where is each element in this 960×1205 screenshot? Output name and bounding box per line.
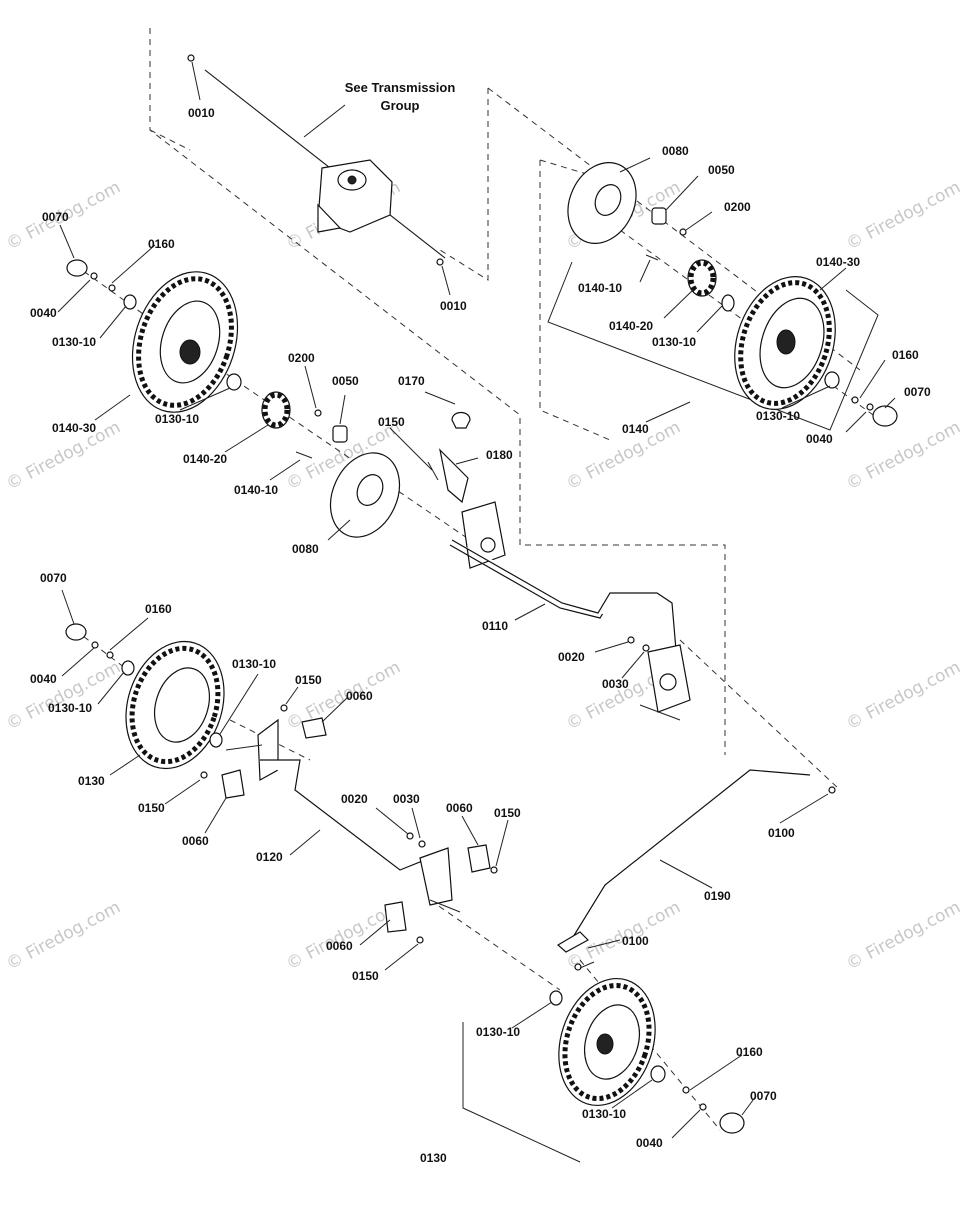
transmission-assembly bbox=[187, 54, 446, 266]
callout-label: 0150 bbox=[378, 415, 405, 429]
watermark-text: © Firedog.com bbox=[3, 897, 124, 974]
callout-label: 0040 bbox=[636, 1136, 663, 1150]
callout-label: 0130 bbox=[420, 1151, 447, 1165]
callout-label: 0160 bbox=[892, 348, 919, 362]
callout-label: 0130-10 bbox=[582, 1107, 626, 1121]
callout-label: 0120 bbox=[256, 850, 283, 864]
bracket-0130 bbox=[462, 1022, 581, 1163]
callout-label: 0060 bbox=[326, 939, 353, 953]
callout-label: 0140 bbox=[622, 422, 649, 436]
callout-label: 0190 bbox=[704, 889, 731, 903]
callout-label: 0150 bbox=[494, 806, 521, 820]
note-line-1: See Transmission bbox=[345, 80, 456, 95]
right-rear-wheel bbox=[734, 276, 898, 427]
callout-label: 0130-10 bbox=[232, 657, 276, 671]
callout-labels: 0010 0010 0080 0050 0200 0140-10 0140-20… bbox=[30, 106, 931, 1165]
watermark-text: © Firedog.com bbox=[843, 177, 960, 254]
front-left-wheel bbox=[65, 623, 245, 799]
callout-label: 0010 bbox=[440, 299, 467, 313]
callout-label: 0150 bbox=[295, 673, 322, 687]
front-right-wheel bbox=[549, 977, 745, 1134]
callout-label: 0140-10 bbox=[578, 281, 622, 295]
callout-label: 0060 bbox=[346, 689, 373, 703]
callout-label: 0070 bbox=[904, 385, 931, 399]
callout-label: 0150 bbox=[352, 969, 379, 983]
callout-label: 0140-30 bbox=[816, 255, 860, 269]
callout-label: 0070 bbox=[750, 1089, 777, 1103]
callout-label: 0080 bbox=[662, 144, 689, 158]
callout-label: 0030 bbox=[393, 792, 420, 806]
watermark-text: © Firedog.com bbox=[3, 657, 124, 734]
callout-label: 0060 bbox=[182, 834, 209, 848]
callout-label: 0130-10 bbox=[476, 1025, 520, 1039]
bracket-0140 bbox=[547, 261, 879, 431]
callout-label: 0200 bbox=[288, 351, 315, 365]
callout-label: 0050 bbox=[708, 163, 735, 177]
callout-label: 0040 bbox=[30, 672, 57, 686]
callout-label: 0160 bbox=[145, 602, 172, 616]
callout-label: 0180 bbox=[486, 448, 513, 462]
callout-label: 0140-20 bbox=[183, 452, 227, 466]
callout-label: 0080 bbox=[292, 542, 319, 556]
height-adjust-link bbox=[556, 769, 836, 971]
callout-label: 0030 bbox=[602, 677, 629, 691]
callout-label: 0140-10 bbox=[234, 483, 278, 497]
callout-label: 0140-20 bbox=[609, 319, 653, 333]
callout-label: 0130-10 bbox=[756, 409, 800, 423]
callout-label: 0140-30 bbox=[52, 421, 96, 435]
callout-label: 0050 bbox=[332, 374, 359, 388]
callout-label: 0070 bbox=[40, 571, 67, 585]
callout-label: 0130-10 bbox=[652, 335, 696, 349]
callout-label: 0070 bbox=[42, 210, 69, 224]
callout-label: 0130 bbox=[78, 774, 105, 788]
assembly-brackets bbox=[462, 261, 879, 1163]
callout-label: 0160 bbox=[736, 1045, 763, 1059]
callout-label: 0010 bbox=[188, 106, 215, 120]
watermark-text: © Firedog.com bbox=[283, 657, 404, 734]
callout-label: 0150 bbox=[138, 801, 165, 815]
watermark-text: © Firedog.com bbox=[843, 417, 960, 494]
callout-label: 0130-10 bbox=[52, 335, 96, 349]
callout-label: 0170 bbox=[398, 374, 425, 388]
watermark-text: © Firedog.com bbox=[843, 657, 960, 734]
left-rear-wheel bbox=[66, 259, 471, 459]
callout-label: 0100 bbox=[768, 826, 795, 840]
leader-lines bbox=[57, 61, 896, 1139]
dashed-guides bbox=[74, 28, 881, 1131]
callout-label: 0110 bbox=[482, 619, 508, 633]
callout-label: 0060 bbox=[446, 801, 473, 815]
callout-label: 0040 bbox=[806, 432, 833, 446]
right-drive-parts bbox=[567, 162, 735, 312]
callout-label: 0040 bbox=[30, 306, 57, 320]
callout-label: 0020 bbox=[341, 792, 368, 806]
callout-label: 0100 bbox=[622, 934, 649, 948]
watermark-text: © Firedog.com bbox=[843, 897, 960, 974]
note-line-2: Group bbox=[381, 98, 420, 113]
front-axle bbox=[225, 704, 498, 944]
rear-axle bbox=[449, 539, 691, 721]
callout-label: 0160 bbox=[148, 237, 175, 251]
callout-label: 0130-10 bbox=[48, 701, 92, 715]
callout-label: 0200 bbox=[724, 200, 751, 214]
callout-label: 0130-10 bbox=[155, 412, 199, 426]
callout-label: 0020 bbox=[558, 650, 585, 664]
